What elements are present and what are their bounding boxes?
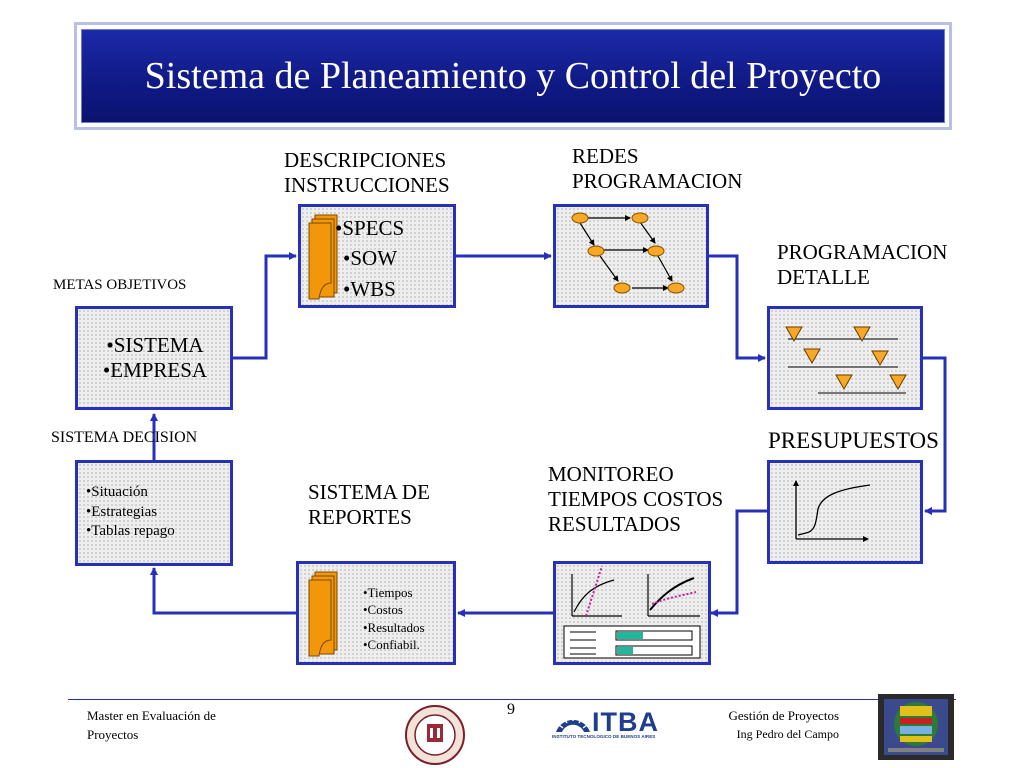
footer-right-title: Gestión de Proyectos (728, 708, 839, 723)
decision-item-tablas: •Tablas repago (86, 523, 175, 539)
network-diagram-icon (571, 212, 685, 294)
itba-logo-text: ITBA (592, 707, 659, 737)
slide-title: Sistema de Planeamiento y Control del Pr… (144, 55, 882, 97)
specs-item: •SPECS (335, 216, 405, 240)
itba-logo-subtext: INSTITUTO TECNOLOGICO DE BUENOS AIRES (552, 734, 656, 739)
title-bar: Sistema de Planeamiento y Control del Pr… (74, 22, 952, 130)
s-curve-chart-icon (793, 480, 871, 542)
footer-left-line2: Proyectos (87, 726, 139, 742)
page-number: 9 (507, 701, 515, 718)
decision-label: SISTEMA DECISION (51, 429, 198, 446)
redes-label-line1: REDES (572, 144, 639, 168)
metas-item-sistema: •SISTEMA (106, 333, 204, 357)
footer-right: Gestión de Proyectos Ing Pedro del Campo (697, 707, 839, 743)
decision-box: •Situación •Estrategias •Tablas repago (75, 460, 233, 566)
reportes-item-costos: •Costos (363, 602, 403, 618)
arrow-metas-to-specs (233, 252, 297, 360)
descripciones-label-line2: INSTRUCCIONES (284, 173, 450, 198)
sow-item: •SOW (343, 246, 398, 271)
footer-right-author: Ing Pedro del Campo (736, 726, 839, 741)
monitoring-charts-icon (563, 565, 701, 659)
presupuestos-box (767, 460, 923, 564)
programacion-detalle-box (767, 306, 923, 410)
monitoreo-label-line2: TIEMPOS COSTOS (548, 487, 724, 512)
monitoreo-label-line1: MONITOREO (548, 462, 674, 486)
reportes-label: SISTEMA DE REPORTES (308, 480, 430, 530)
monitoreo-label: MONITOREO TIEMPOS COSTOS RESULTADOS (548, 462, 723, 538)
redes-label: REDES PROGRAMACION (572, 144, 742, 194)
arrow-reportes-to-decision (150, 567, 296, 615)
descripciones-label: DESCRIPCIONES INSTRUCCIONES (284, 148, 450, 198)
reportes-item-resultados: •Resultados (363, 619, 425, 635)
arrow-detalle-to-presupuestos (923, 356, 947, 515)
programacion-detalle-label: PROGRAMACION DETALLE (777, 240, 947, 290)
footer-left: Master en Evaluación de Proyectos (87, 707, 216, 745)
redes-box (553, 204, 709, 308)
footer-rule (68, 699, 956, 700)
reportes-item-tiempos: •Tiempos (363, 585, 413, 600)
programacion-detalle-line2: DETALLE (777, 265, 870, 290)
presupuestos-label: PRESUPUESTOS (768, 428, 939, 453)
metas-label: METAS OBJETIVOS (53, 277, 187, 293)
reportes-label-line1: SISTEMA DE (308, 480, 430, 504)
arrow-redes-to-detalle (709, 254, 766, 362)
itba-logo: ITBA INSTITUTO TECNOLOGICO DE BUENOS AIR… (552, 706, 664, 746)
gantt-milestones-icon (785, 326, 907, 394)
course-cover-thumbnail (878, 694, 954, 760)
title-panel: Sistema de Planeamiento y Control del Pr… (81, 29, 945, 123)
reportes-item-confiabil: •Confiabil. (363, 636, 420, 652)
descripciones-label-line1: DESCRIPCIONES (284, 148, 447, 172)
reportes-box: •Tiempos •Costos •Resultados •Confiabil. (296, 561, 456, 665)
metas-box: •SISTEMA •EMPRESA (75, 306, 233, 410)
decision-item-situacion: •Situación (86, 484, 148, 500)
footer-left-line1: Master en Evaluación de (87, 708, 216, 723)
document-stack-icon (308, 571, 338, 657)
university-seal-logo (405, 705, 465, 765)
redes-label-line2: PROGRAMACION (572, 169, 743, 194)
decision-item-estrategias: •Estrategias (86, 503, 158, 520)
document-stack-icon (308, 214, 338, 300)
wbs-item: •WBS (343, 276, 396, 301)
monitoreo-box (553, 561, 711, 665)
arrow-presupuestos-to-monitoreo (710, 509, 767, 617)
itba-arc-mark (556, 715, 590, 732)
descripciones-box: •SPECS •SOW •WBS (298, 204, 456, 308)
metas-item-empresa: •EMPRESA (102, 358, 208, 383)
reportes-label-line2: REPORTES (308, 505, 412, 530)
monitoreo-label-line3: RESULTADOS (548, 512, 681, 537)
programacion-detalle-line1: PROGRAMACION (777, 240, 948, 264)
